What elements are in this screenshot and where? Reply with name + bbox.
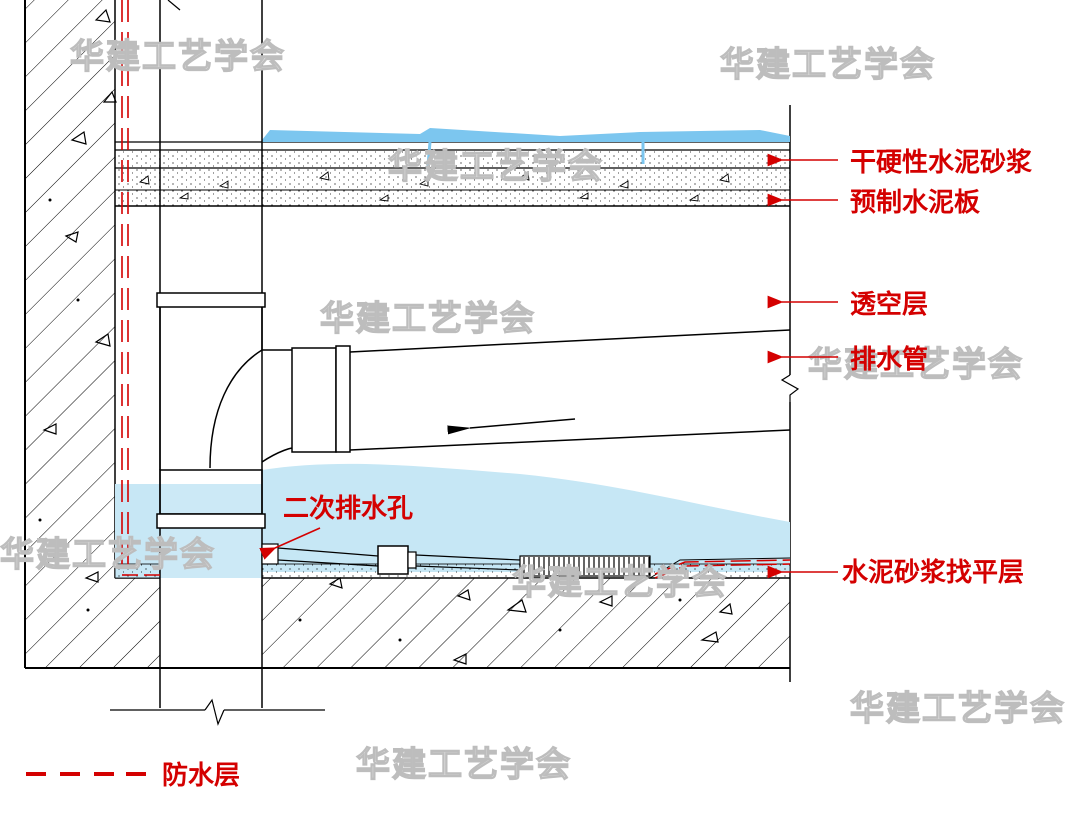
watermark-text: 华建工艺学会 xyxy=(512,563,728,603)
watermark-text: 华建工艺学会 xyxy=(0,535,216,575)
water-under-wall-pipe xyxy=(115,484,262,578)
watermark-text: 华建工艺学会 xyxy=(850,689,1066,729)
waterproof-layer-line xyxy=(121,0,791,579)
label-precast-slab: 预制水泥板 xyxy=(850,188,980,218)
label-secondary-drain-hole: 二次排水孔 xyxy=(283,494,413,524)
secondary-drain-assembly xyxy=(261,543,651,577)
flow-direction-arrow xyxy=(447,418,576,435)
watermark-text: 华建工艺学会 xyxy=(356,745,572,785)
watermarks: 华建工艺学会 华建工艺学会 华建工艺学会 华建工艺学会 华建工艺学会 华建工艺学… xyxy=(0,36,1066,785)
legend: 防水层 xyxy=(26,761,240,791)
label-leveling-layer: 水泥砂浆找平层 xyxy=(842,557,1024,588)
watermark-text: 华建工艺学会 xyxy=(720,45,936,85)
label-drain-pipe: 排水管 xyxy=(850,345,928,375)
floor-buildup xyxy=(115,128,790,207)
legend-waterproof-label: 防水层 xyxy=(162,761,240,791)
surface-water xyxy=(262,128,790,142)
accumulated-water xyxy=(115,463,790,578)
annotations: 干硬性水泥砂浆 预制水泥板 透空层 排水管 二次排水孔 水泥砂浆找平层 xyxy=(259,147,1033,588)
watermark-text: 华建工艺学会 xyxy=(70,37,286,77)
drain-grate xyxy=(519,555,651,577)
watermark-text: 华建工艺学会 xyxy=(320,299,536,339)
label-dry-mortar: 干硬性水泥砂浆 xyxy=(850,147,1033,178)
label-void-layer: 透空层 xyxy=(850,289,928,320)
watermark-text: 华建工艺学会 xyxy=(808,345,1024,385)
horizontal-drain-pipe xyxy=(291,329,791,453)
vertical-drain-stack xyxy=(110,0,325,726)
watermark-text: 华建工艺学会 xyxy=(388,147,604,187)
